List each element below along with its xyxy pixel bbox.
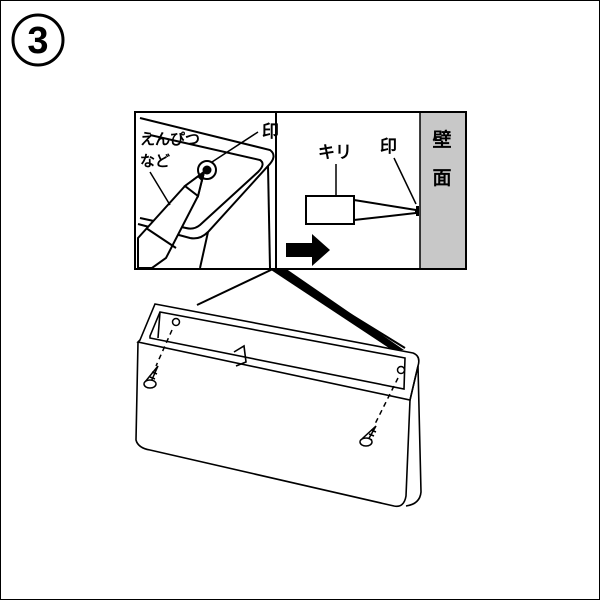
screw-left-icon (143, 365, 159, 389)
rack-side (405, 365, 422, 507)
pencil-label-line2: など (140, 152, 170, 170)
drill-label: キリ (318, 143, 352, 163)
screw-guides (155, 329, 399, 427)
awl-icon (305, 195, 417, 225)
rack-hole-left-icon (171, 317, 181, 327)
rack-rim-inner (149, 311, 406, 390)
rack-hole-right-icon (396, 365, 406, 375)
mark-right-leader (393, 157, 417, 205)
pencil-label-leader (149, 171, 171, 206)
callout-wedge (268, 268, 404, 350)
pencil-label-line1: えんぴつ (140, 130, 200, 148)
step-badge: 3 (11, 13, 65, 67)
mark-right-label: 印 (380, 137, 397, 157)
rack-divider (233, 344, 247, 367)
wall-label-line2: 面 (432, 167, 451, 189)
right-arrow-icon (286, 234, 330, 266)
rack-front (135, 341, 411, 508)
wall-label-line1: 壁 (432, 128, 451, 151)
wall-mark-icon (416, 206, 419, 216)
step-number: 3 (27, 20, 48, 62)
rack-corner-closeup (137, 117, 275, 269)
mark-left-label: 印 (262, 122, 279, 142)
step-circle-icon (11, 13, 65, 67)
mark-left-leader (211, 131, 259, 163)
wall-rack (135, 303, 422, 508)
wall-surface (420, 113, 465, 268)
screw-right-icon (359, 425, 377, 447)
detail-callout: えんぴつ など 印 キリ 印 壁 面 (134, 111, 467, 270)
pencil-icon (137, 168, 206, 269)
